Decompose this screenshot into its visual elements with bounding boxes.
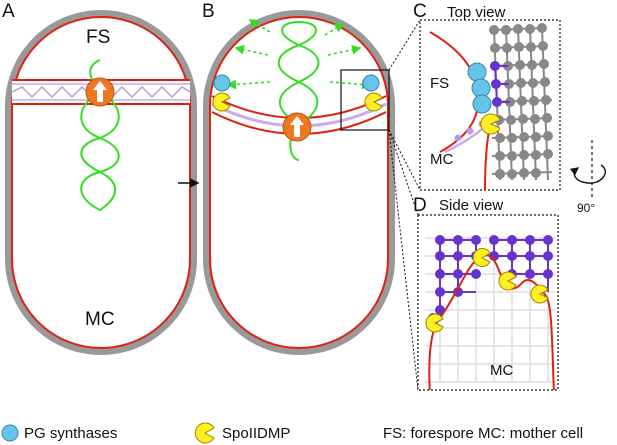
spoiidmp-icon	[212, 92, 231, 112]
cell-a	[5, 10, 197, 355]
panel-label-d: D	[413, 195, 427, 216]
zoom-box	[340, 69, 390, 131]
legend-spoiidmp: SpoIIDMP	[222, 425, 291, 442]
spoiidmp-icon	[472, 248, 491, 267]
chromosome-a	[80, 89, 120, 212]
panel-d	[417, 214, 559, 391]
spoiidmp-icon	[194, 422, 215, 444]
pg-flow-arrows	[226, 19, 372, 90]
panel-c	[419, 19, 561, 191]
motor-arrow-icon	[93, 81, 107, 102]
panel-label-c: C	[413, 1, 427, 22]
label-mc-c: MC	[430, 151, 454, 168]
label-fs-a: FS	[86, 27, 111, 48]
legend-pg-synthases: PG synthases	[24, 425, 118, 442]
spoiidmp-icon	[498, 271, 517, 291]
label-fs-c: FS	[430, 75, 450, 92]
pg-synthase-icon	[362, 74, 380, 92]
pg-synthase-icon	[213, 74, 231, 92]
motor-b	[282, 112, 312, 142]
spoiidmp-icon	[480, 113, 501, 135]
motor-arrow-icon	[290, 116, 304, 137]
panel-label-b: B	[202, 1, 215, 22]
cell-b	[203, 10, 395, 355]
spoiidmp-icon	[425, 313, 444, 333]
motor-a	[85, 77, 115, 107]
spoiidmp-icon	[364, 92, 383, 112]
pg-synthase-icon	[1, 424, 19, 442]
old-pg-lattice	[489, 23, 553, 181]
rotation-arrow-icon	[569, 140, 606, 200]
label-mc-d: MC	[490, 362, 514, 379]
zoom-connectors	[388, 19, 421, 391]
spoiidmp-icon	[530, 284, 549, 304]
panel-c-title: Top view	[447, 4, 506, 21]
panel-label-a: A	[2, 1, 15, 22]
pg-synthases-c	[467, 62, 492, 114]
panel-d-title: Side view	[439, 197, 504, 214]
legend-abbreviations: FS: forespore MC: mother cell	[383, 425, 584, 442]
label-mc-a: MC	[85, 309, 115, 330]
label-rotation: 90°	[577, 201, 596, 215]
new-pg	[490, 61, 510, 107]
